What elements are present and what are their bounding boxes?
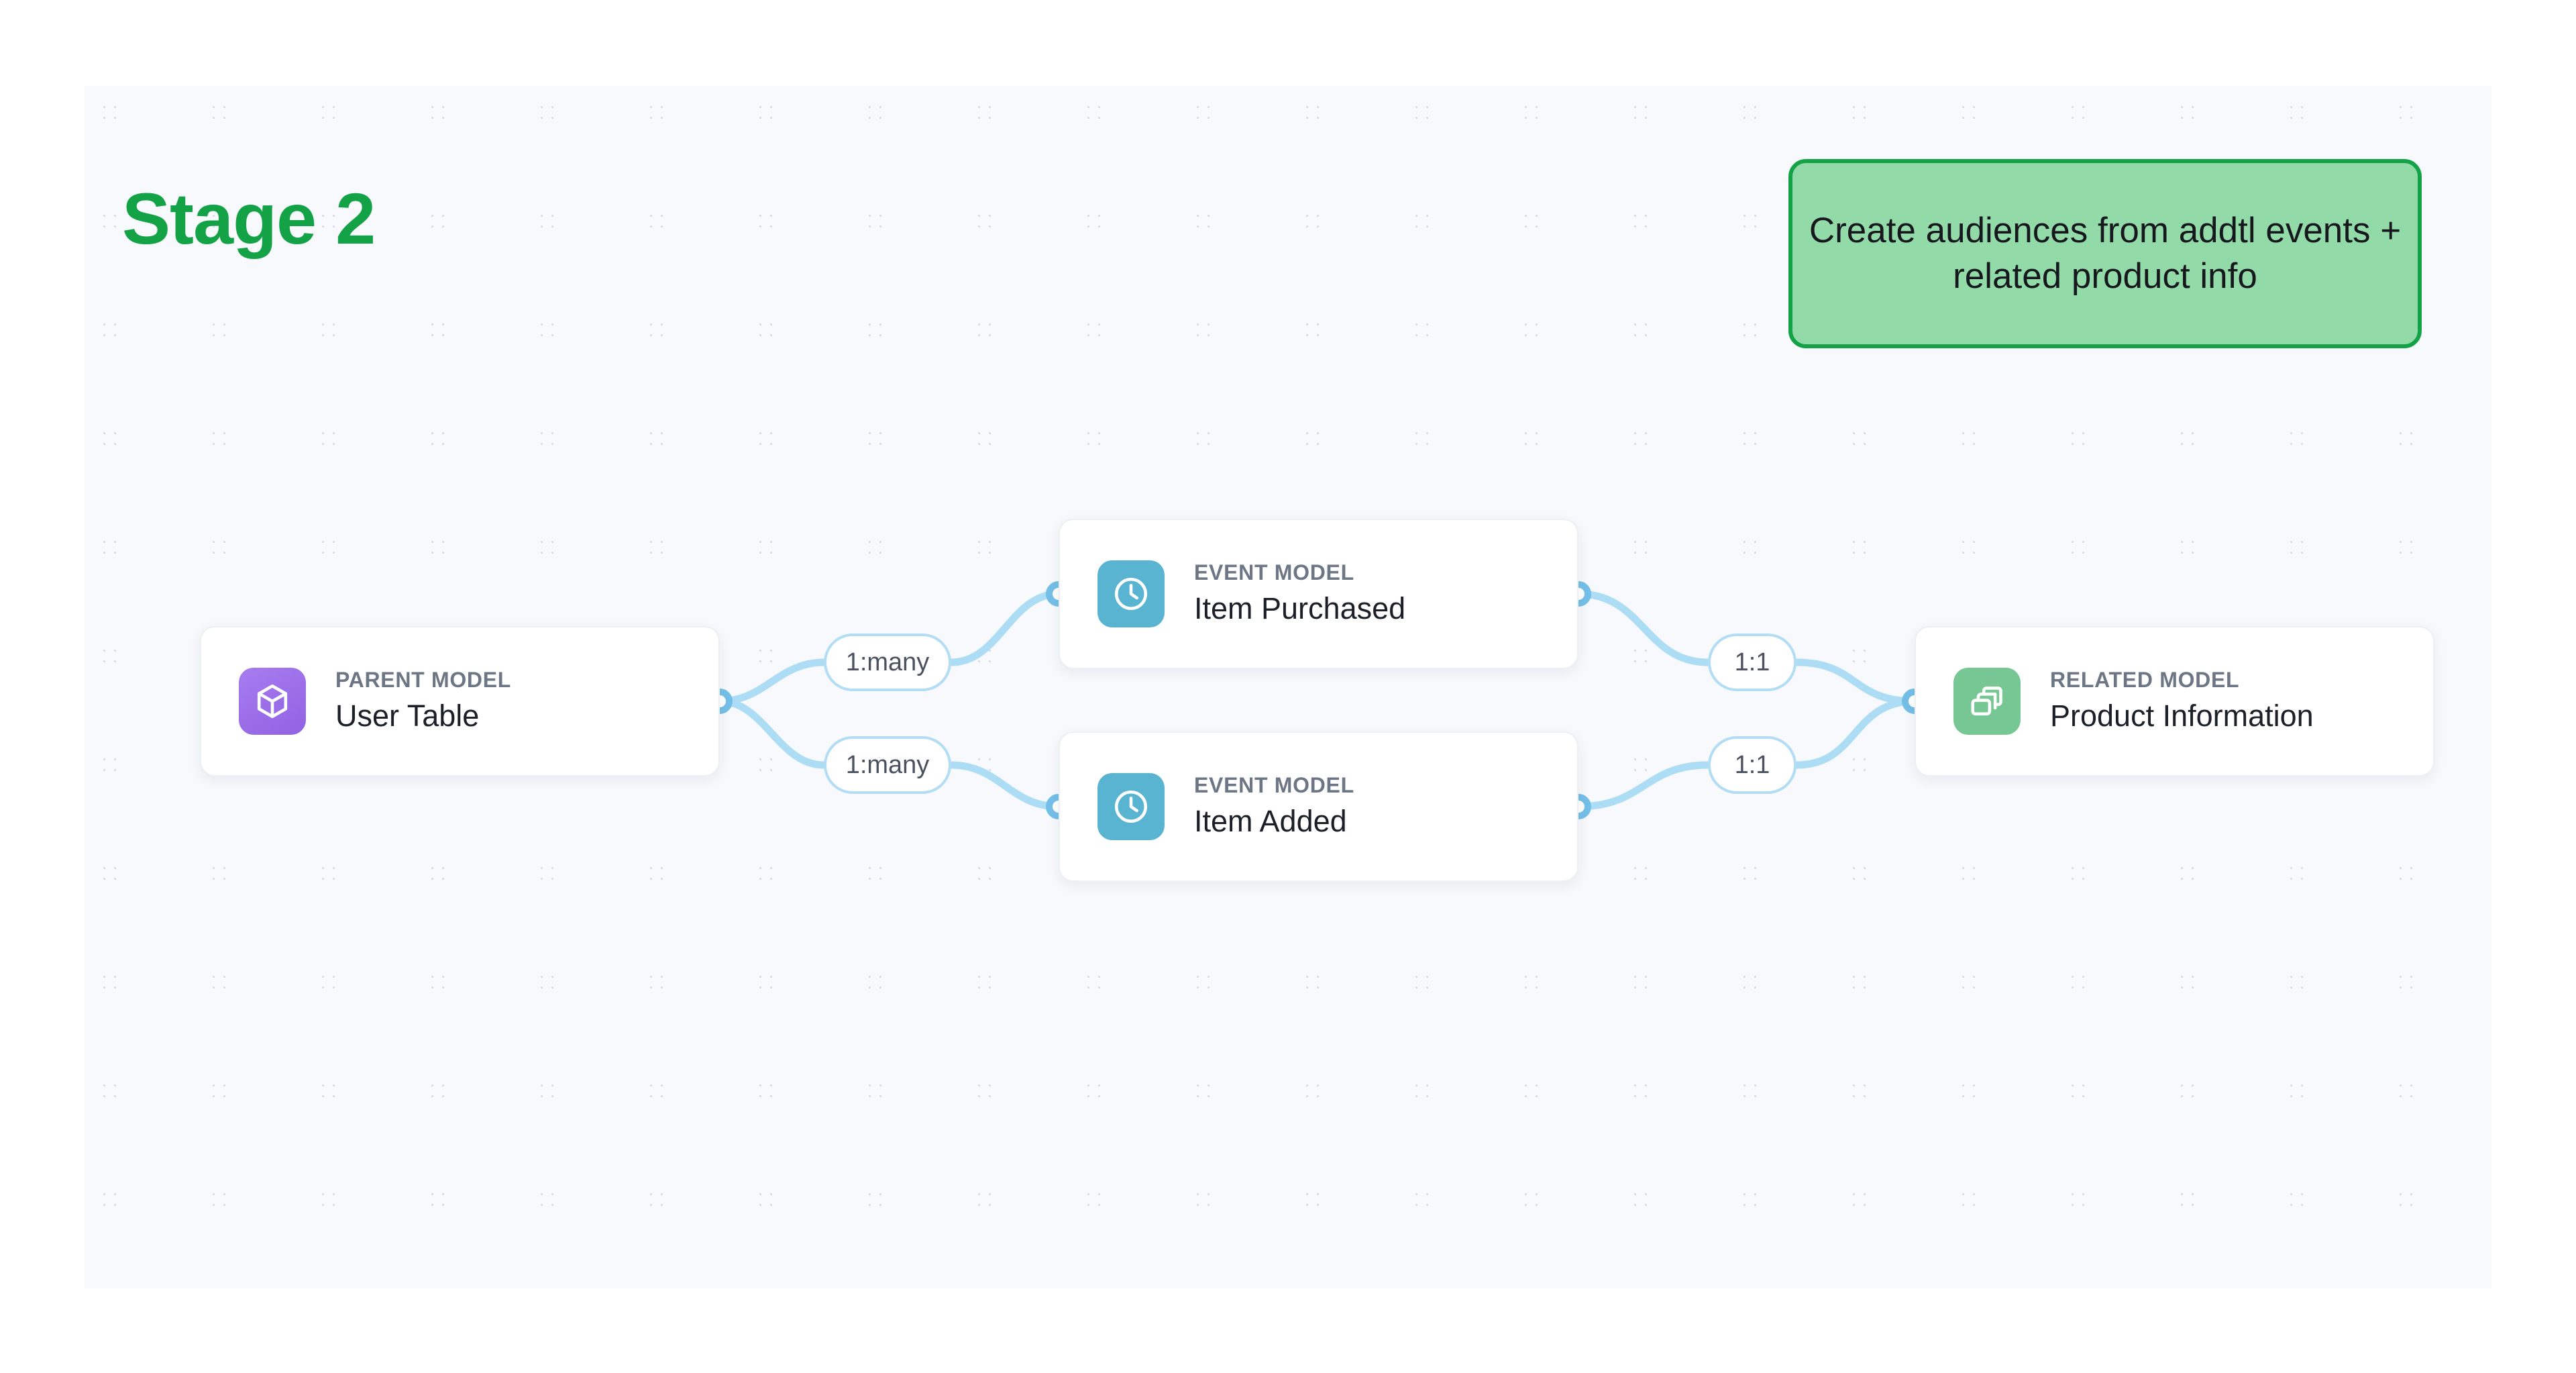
page-title: Stage 2 — [122, 178, 376, 259]
node-kicker: RELATED MODEL — [2050, 668, 2240, 693]
stage-callout-box: Create audiences from addtl events + rel… — [1788, 159, 2422, 348]
node-text-block: RELATED MODEL Product Information — [2050, 666, 2314, 736]
stage-callout-text: Create audiences from addtl events + rel… — [1809, 211, 2402, 296]
node-kicker: PARENT MODEL — [335, 668, 512, 693]
node-event-model-item-added[interactable]: EVENT MODEL Item Added — [1059, 731, 1578, 882]
edge-label-event-2-to-related[interactable]: 1:1 — [1708, 736, 1796, 794]
edge-label-parent-to-event-1[interactable]: 1:many — [824, 633, 951, 691]
node-text-block: EVENT MODEL Item Added — [1194, 772, 1354, 842]
node-kicker: EVENT MODEL — [1194, 773, 1354, 798]
clock-icon — [1097, 773, 1165, 840]
node-title: Item Purchased — [1194, 591, 1406, 626]
node-title: Item Added — [1194, 804, 1347, 839]
node-text-block: PARENT MODEL User Table — [335, 666, 511, 736]
node-title: Product Information — [2050, 699, 2314, 733]
node-parent-model[interactable]: PARENT MODEL User Table — [200, 626, 720, 776]
edge-label-text: 1:1 — [1734, 750, 1770, 779]
edge-label-text: 1:many — [845, 648, 930, 676]
edge-label-text: 1:1 — [1734, 648, 1770, 676]
node-text-block: EVENT MODEL Item Purchased — [1194, 559, 1405, 629]
layers-icon — [1953, 668, 2021, 735]
node-title: User Table — [335, 699, 480, 733]
node-kicker: EVENT MODEL — [1194, 560, 1354, 585]
edge-label-text: 1:many — [845, 750, 930, 779]
node-event-model-item-purchased[interactable]: EVENT MODEL Item Purchased — [1059, 519, 1578, 669]
cube-icon — [239, 668, 306, 735]
edge-label-parent-to-event-2[interactable]: 1:many — [824, 736, 951, 794]
edge-label-event-1-to-related[interactable]: 1:1 — [1708, 633, 1796, 691]
node-related-model[interactable]: RELATED MODEL Product Information — [1915, 626, 2434, 776]
clock-icon — [1097, 560, 1165, 627]
